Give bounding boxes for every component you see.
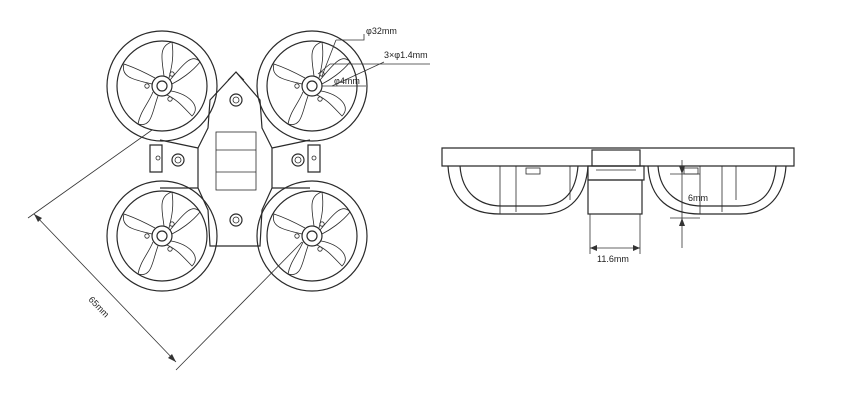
- duct-diameter-label: φ32mm: [366, 26, 397, 36]
- duct-rear-left: [106, 180, 218, 292]
- width-label: 11.6mm: [597, 254, 629, 264]
- frame-body: [197, 71, 273, 247]
- height-label: 6mm: [688, 193, 708, 203]
- center-hole-label: φ4mm: [334, 76, 360, 86]
- wheelbase-label: 65mm: [87, 294, 112, 319]
- mount-holes-label: 3×φ1.4mm: [384, 50, 428, 60]
- standoff-holes: [155, 93, 317, 227]
- duct-front-left: [106, 30, 218, 142]
- duct-rear-right: [256, 180, 368, 292]
- side-view: 11.6mm 6mm: [441, 147, 795, 264]
- top-view: φ32mm 3×φ1.4mm φ4mm 65mm: [27, 26, 430, 371]
